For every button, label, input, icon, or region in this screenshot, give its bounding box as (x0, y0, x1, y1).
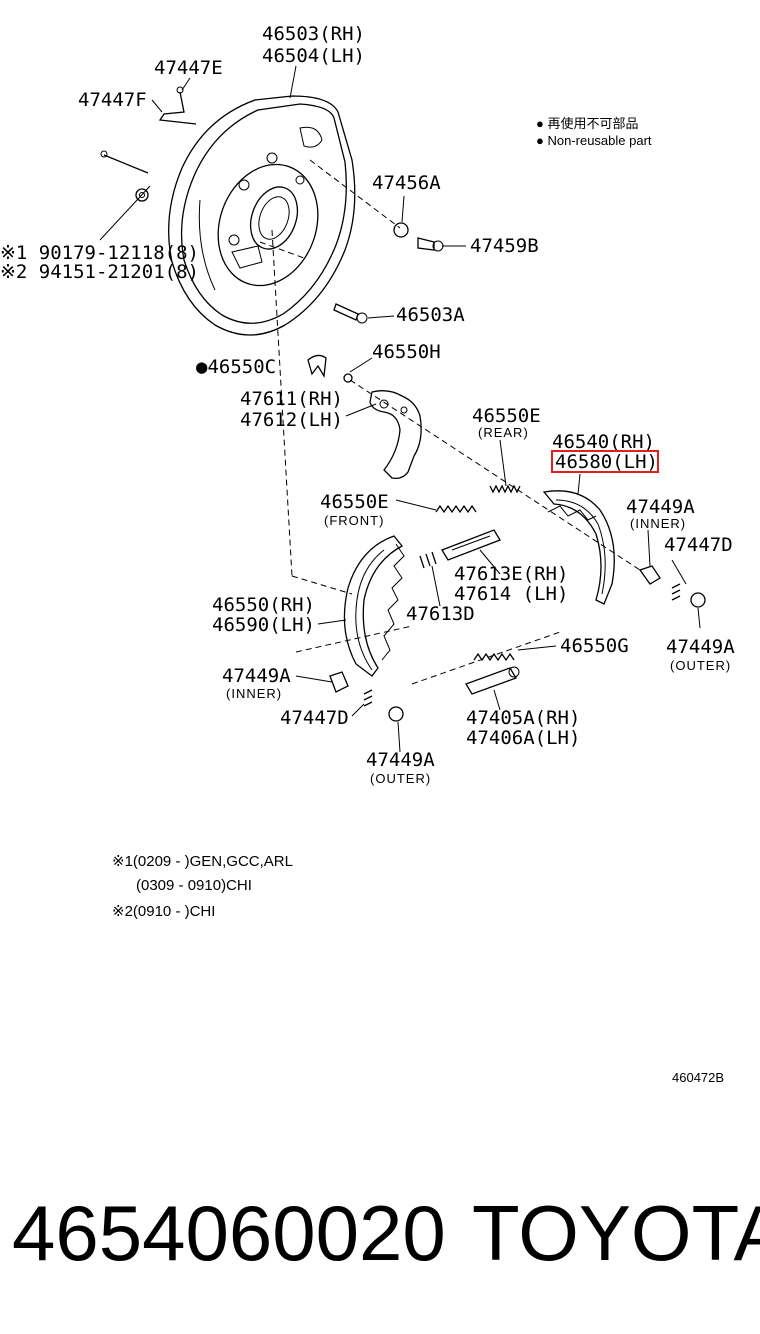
label-47449a-right-outer: 47449A (666, 636, 735, 658)
label-rear: (REAR) (478, 425, 529, 440)
label-right-inner: (INNER) (630, 516, 686, 531)
label-front: (FRONT) (324, 513, 384, 528)
assembly-lines (259, 159, 641, 685)
note-3: ※2(0910 - )CHI (112, 903, 215, 920)
label-46550h: 46550H (372, 341, 441, 363)
label-47447d-right: 47447D (664, 534, 733, 556)
label-47447f: 47447F (78, 89, 147, 111)
caption: 4654060020 TOYOTA (0, 1188, 760, 1298)
legend: ● 再使用不可部品 ● Non-reusable part (536, 116, 652, 148)
label-47449a-right-inner: 47449A (626, 496, 695, 518)
label-47613erh: 47613E(RH) (454, 563, 568, 585)
label-47456a: 47456A (372, 172, 441, 194)
label-46580lh: 46580(LH) (555, 451, 658, 473)
legend-line-1: ● 再使用不可部品 (536, 116, 638, 131)
hold-down-hardware (329, 565, 706, 722)
label-47614lh: 47614 (LH) (454, 583, 568, 605)
label-47447e: 47447E (154, 57, 223, 79)
label-47613d: 47613D (406, 603, 475, 625)
highlight-box-46580 (551, 450, 659, 473)
brake-shoe-left-drawing (343, 535, 405, 677)
label-94151-21201: ※2 94151-21201(8) (0, 261, 199, 283)
label-46540rh: 46540(RH) (552, 431, 655, 453)
backing-plate-drawing (168, 95, 356, 336)
label-47447d-left: 47447D (280, 707, 349, 729)
part-labels: 46503(RH) 46504(LH) 47447E 47447F 47456A… (0, 23, 735, 786)
label-46590lh: 46590(LH) (212, 614, 315, 636)
strut-drawing (441, 529, 520, 695)
part-number: 4654060020 (12, 1189, 446, 1277)
springs-drawing (363, 484, 681, 707)
note-2: (0309 - 0910)CHI (136, 877, 252, 894)
label-90179-12118: ※1 90179-12118(8) (0, 242, 199, 264)
backing-plate-hardware (100, 86, 444, 324)
label-46503rh: 46503(RH) (262, 23, 365, 45)
label-46504lh: 46504(LH) (262, 45, 365, 67)
label-46550c: ●46550C (196, 356, 276, 378)
notes: ※1(0209 - )GEN,GCC,ARL (0309 - 0910)CHI … (112, 853, 293, 920)
label-46550e-front: 46550E (320, 491, 389, 513)
leader-lines (99, 65, 701, 753)
label-left-inner: (INNER) (226, 686, 282, 701)
label-47449a-left-inner: 47449A (222, 665, 291, 687)
legend-line-2: ● Non-reusable part (536, 133, 652, 148)
label-47612lh: 47612(LH) (240, 409, 343, 431)
parking-lever-drawing (307, 354, 422, 480)
label-46550e-rear: 46550E (472, 405, 541, 427)
label-right-outer: (OUTER) (670, 658, 731, 673)
brand-name: TOYOTA (472, 1189, 760, 1277)
label-47405arh: 47405A(RH) (466, 707, 580, 729)
label-47611rh: 47611(RH) (240, 388, 343, 410)
label-left-outer: (OUTER) (370, 771, 431, 786)
label-46550rh: 46550(RH) (212, 594, 315, 616)
note-1: ※1(0209 - )GEN,GCC,ARL (112, 853, 293, 870)
label-47406alh: 47406A(LH) (466, 727, 580, 749)
brake-shoe-right-drawing (542, 490, 615, 605)
label-47459b: 47459B (470, 235, 539, 257)
label-47449a-left-outer: 47449A (366, 749, 435, 771)
label-46550g: 46550G (560, 635, 629, 657)
diagram-code: 460472B (672, 1070, 724, 1085)
label-46503a: 46503A (396, 304, 465, 326)
